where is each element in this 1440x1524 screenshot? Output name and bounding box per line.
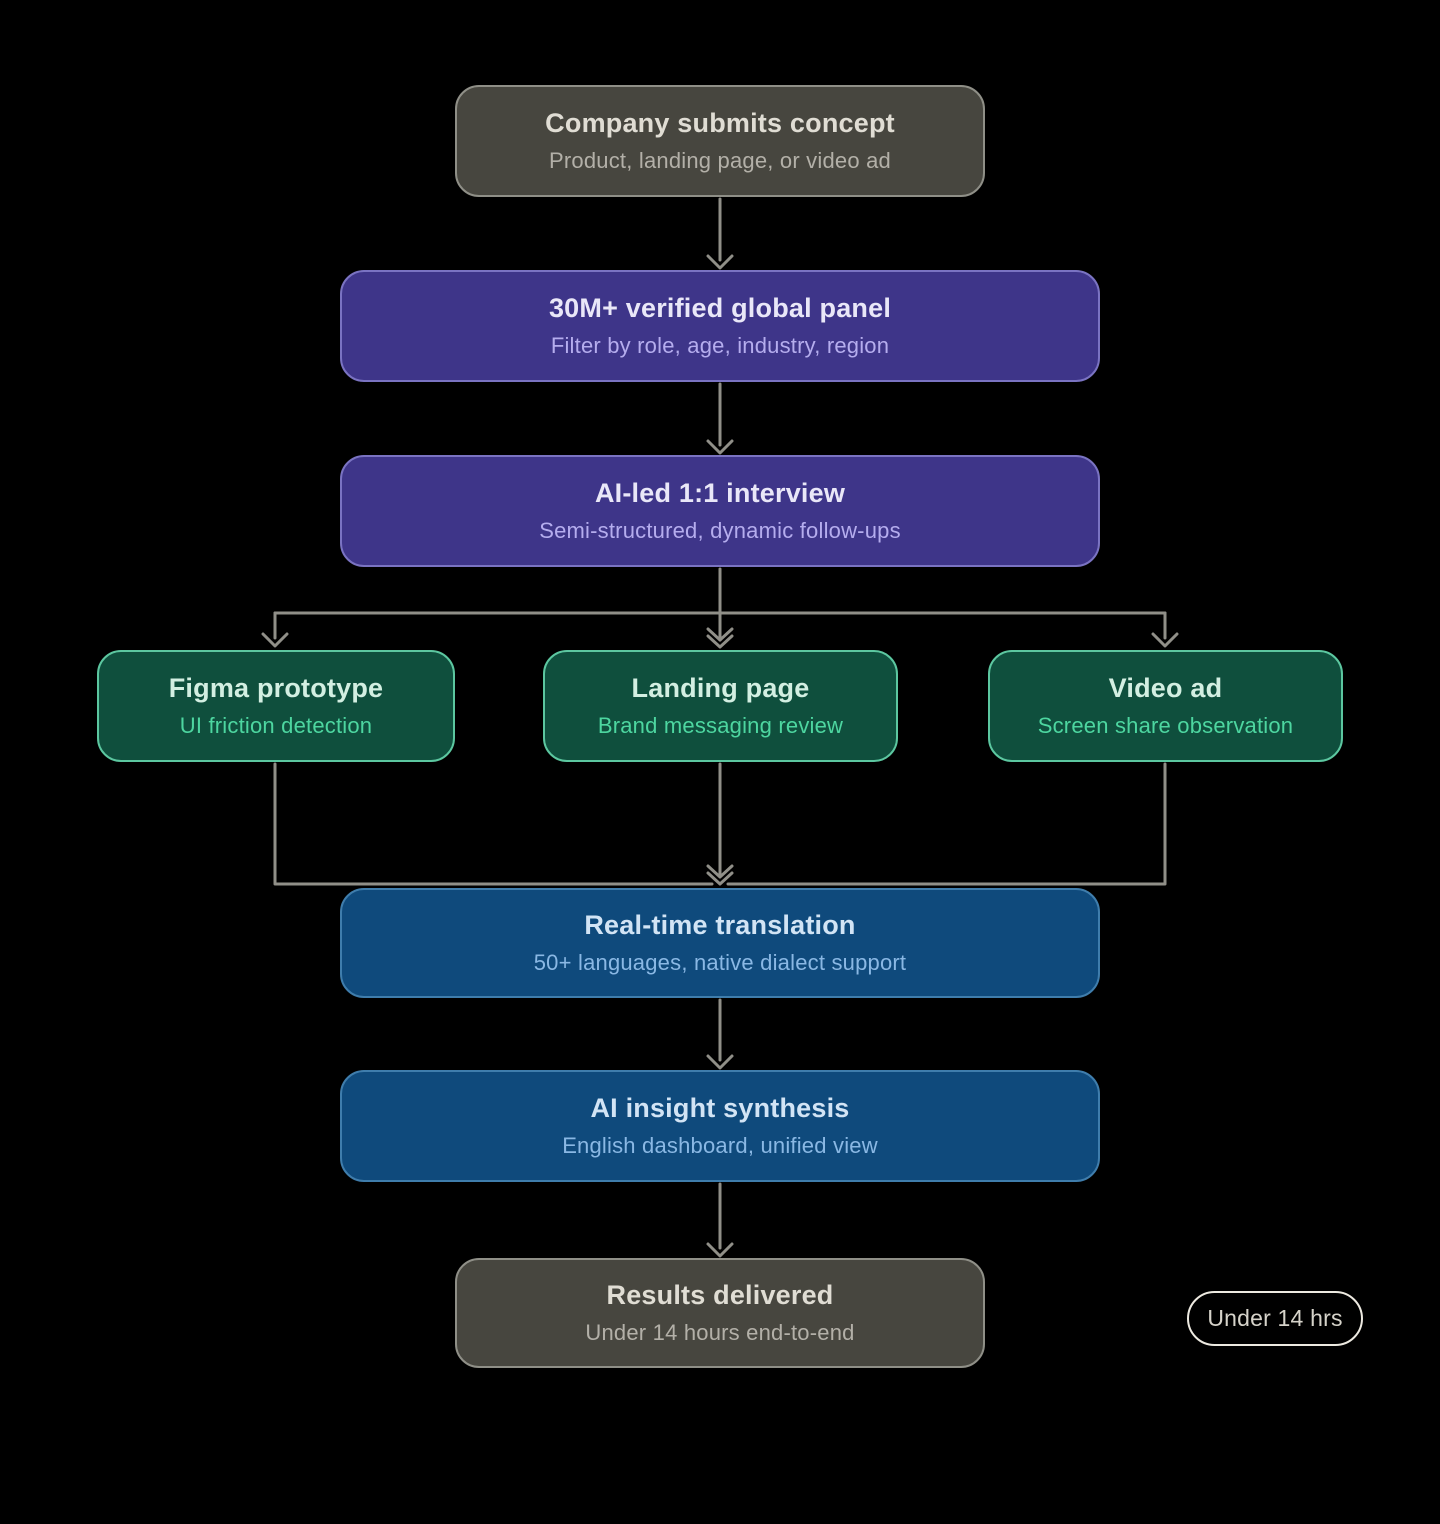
node-subtitle: Under 14 hours end-to-end <box>585 1320 855 1345</box>
node-ai-insight-synthesis: AI insight synthesis English dashboard, … <box>340 1070 1100 1182</box>
arrowhead-icon <box>706 627 734 642</box>
node-title: Company submits concept <box>545 108 895 138</box>
node-subtitle: Semi-structured, dynamic follow-ups <box>539 518 901 543</box>
node-company-submits-concept: Company submits concept Product, landing… <box>455 85 985 197</box>
node-title: AI-led 1:1 interview <box>594 478 846 508</box>
arrowhead-icon <box>261 632 289 648</box>
arrowhead-icon <box>706 254 734 270</box>
node-subtitle: 50+ languages, native dialect support <box>533 950 907 975</box>
node-ai-interview: AI-led 1:1 interview Semi-structured, dy… <box>340 455 1100 567</box>
arrowhead-icon <box>706 1242 734 1258</box>
node-title: Results delivered <box>606 1280 834 1310</box>
arrowhead-icon <box>706 439 734 455</box>
node-subtitle: Screen share observation <box>1037 713 1294 738</box>
node-global-panel: 30M+ verified global panel Filter by rol… <box>340 270 1100 382</box>
node-landing-page: Landing page Brand messaging review <box>543 650 898 762</box>
node-subtitle: UI friction detection <box>179 713 373 738</box>
arrowhead-icon <box>706 1054 734 1070</box>
node-title: Landing page <box>631 673 810 703</box>
node-results-delivered: Results delivered Under 14 hours end-to-… <box>455 1258 985 1368</box>
arrowhead-icon <box>706 634 734 649</box>
node-subtitle: English dashboard, unified view <box>562 1133 878 1158</box>
node-subtitle: Brand messaging review <box>597 713 844 738</box>
node-title: 30M+ verified global panel <box>548 293 892 323</box>
edge-figma-translation <box>273 762 714 886</box>
arrowhead-icon <box>1151 632 1179 648</box>
duration-badge: Under 14 hrs <box>1187 1291 1363 1346</box>
node-title: Video ad <box>1108 673 1223 703</box>
node-title: Figma prototype <box>168 673 384 703</box>
node-realtime-translation: Real-time translation 50+ languages, nat… <box>340 888 1100 998</box>
node-subtitle: Filter by role, age, industry, region <box>550 333 890 358</box>
node-video-ad: Video ad Screen share observation <box>988 650 1343 762</box>
edge-video-translation <box>726 762 1167 886</box>
node-title: Real-time translation <box>584 910 856 940</box>
node-subtitle: Product, landing page, or video ad <box>549 148 891 173</box>
arrowhead-icon <box>706 871 734 886</box>
node-figma-prototype: Figma prototype UI friction detection <box>97 650 455 762</box>
arrowhead-icon <box>706 864 734 879</box>
node-title: AI insight synthesis <box>590 1093 850 1123</box>
